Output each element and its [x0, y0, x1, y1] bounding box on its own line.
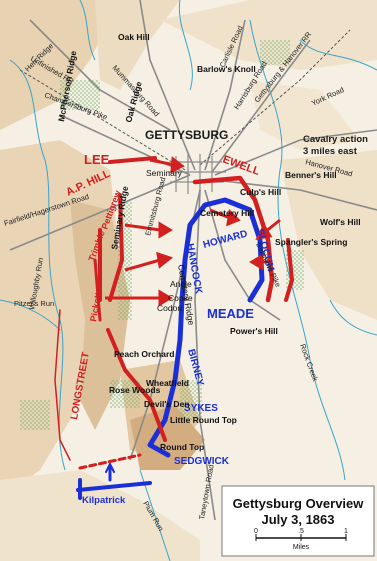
place-rose-woods: Rose Woods — [109, 385, 161, 395]
place-culps-hill: Culp's Hill — [240, 187, 281, 197]
place-cemetery-hill: Cemetery Hill — [200, 208, 254, 218]
label-lee: LEE — [84, 152, 110, 167]
place-peach-orchard: Peach Orchard — [114, 349, 174, 359]
title-line2: July 3, 1863 — [262, 512, 335, 527]
scale-unit: Miles — [293, 544, 310, 551]
place-codori: Codori — [157, 303, 182, 313]
place-angle: Angle — [170, 279, 192, 289]
confederate-lines — [54, 156, 294, 470]
title-line1: Gettysburg Overview — [233, 496, 365, 511]
place-benners-hill: Benner's Hill — [285, 170, 337, 180]
label-kilpatrick: Kilpatrick — [82, 495, 126, 506]
stream-pitzers-run: Pitzer's Run — [14, 299, 54, 308]
place-wolfs-hill: Wolf's Hill — [320, 217, 361, 227]
place-wheatfield: Wheatfield — [146, 378, 189, 388]
cavalry-note-line2: 3 miles east — [303, 146, 358, 157]
place-little-round-top: Little Round Top — [170, 415, 237, 425]
place-copse: Copse — [168, 293, 193, 303]
scale-tick-2: 1 — [344, 528, 348, 535]
railroads — [19, 29, 351, 171]
label-sedgwick: SEDGWICK — [174, 456, 230, 467]
place-seminary: Seminary — [146, 168, 183, 178]
scale-tick-1: .5 — [298, 528, 304, 535]
scale-tick-0: 0 — [254, 528, 258, 535]
label-meade: MEADE — [207, 306, 254, 321]
place-round-top: Round Top — [160, 442, 204, 452]
place-powers-hill: Power's Hill — [230, 326, 278, 336]
cavalry-note-line1: Cavalry action — [303, 134, 368, 145]
scale-bar: 0 .5 1 Miles — [254, 528, 348, 551]
place-barlows-knoll: Barlow's Knoll — [197, 64, 256, 74]
town-label: GETTYSBURG — [145, 128, 228, 142]
label-sykes: SYKES — [184, 403, 218, 414]
place-spanglers-spring: Spangler's Spring — [275, 237, 347, 247]
title-box: Gettysburg Overview July 3, 1863 0 .5 1 … — [221, 485, 375, 557]
place-devils-den: Devil's Den — [144, 399, 189, 409]
place-oak-hill-1: Oak Hill — [118, 32, 150, 42]
woods-areas — [20, 40, 304, 430]
confederate-attack-arrows — [105, 156, 281, 307]
